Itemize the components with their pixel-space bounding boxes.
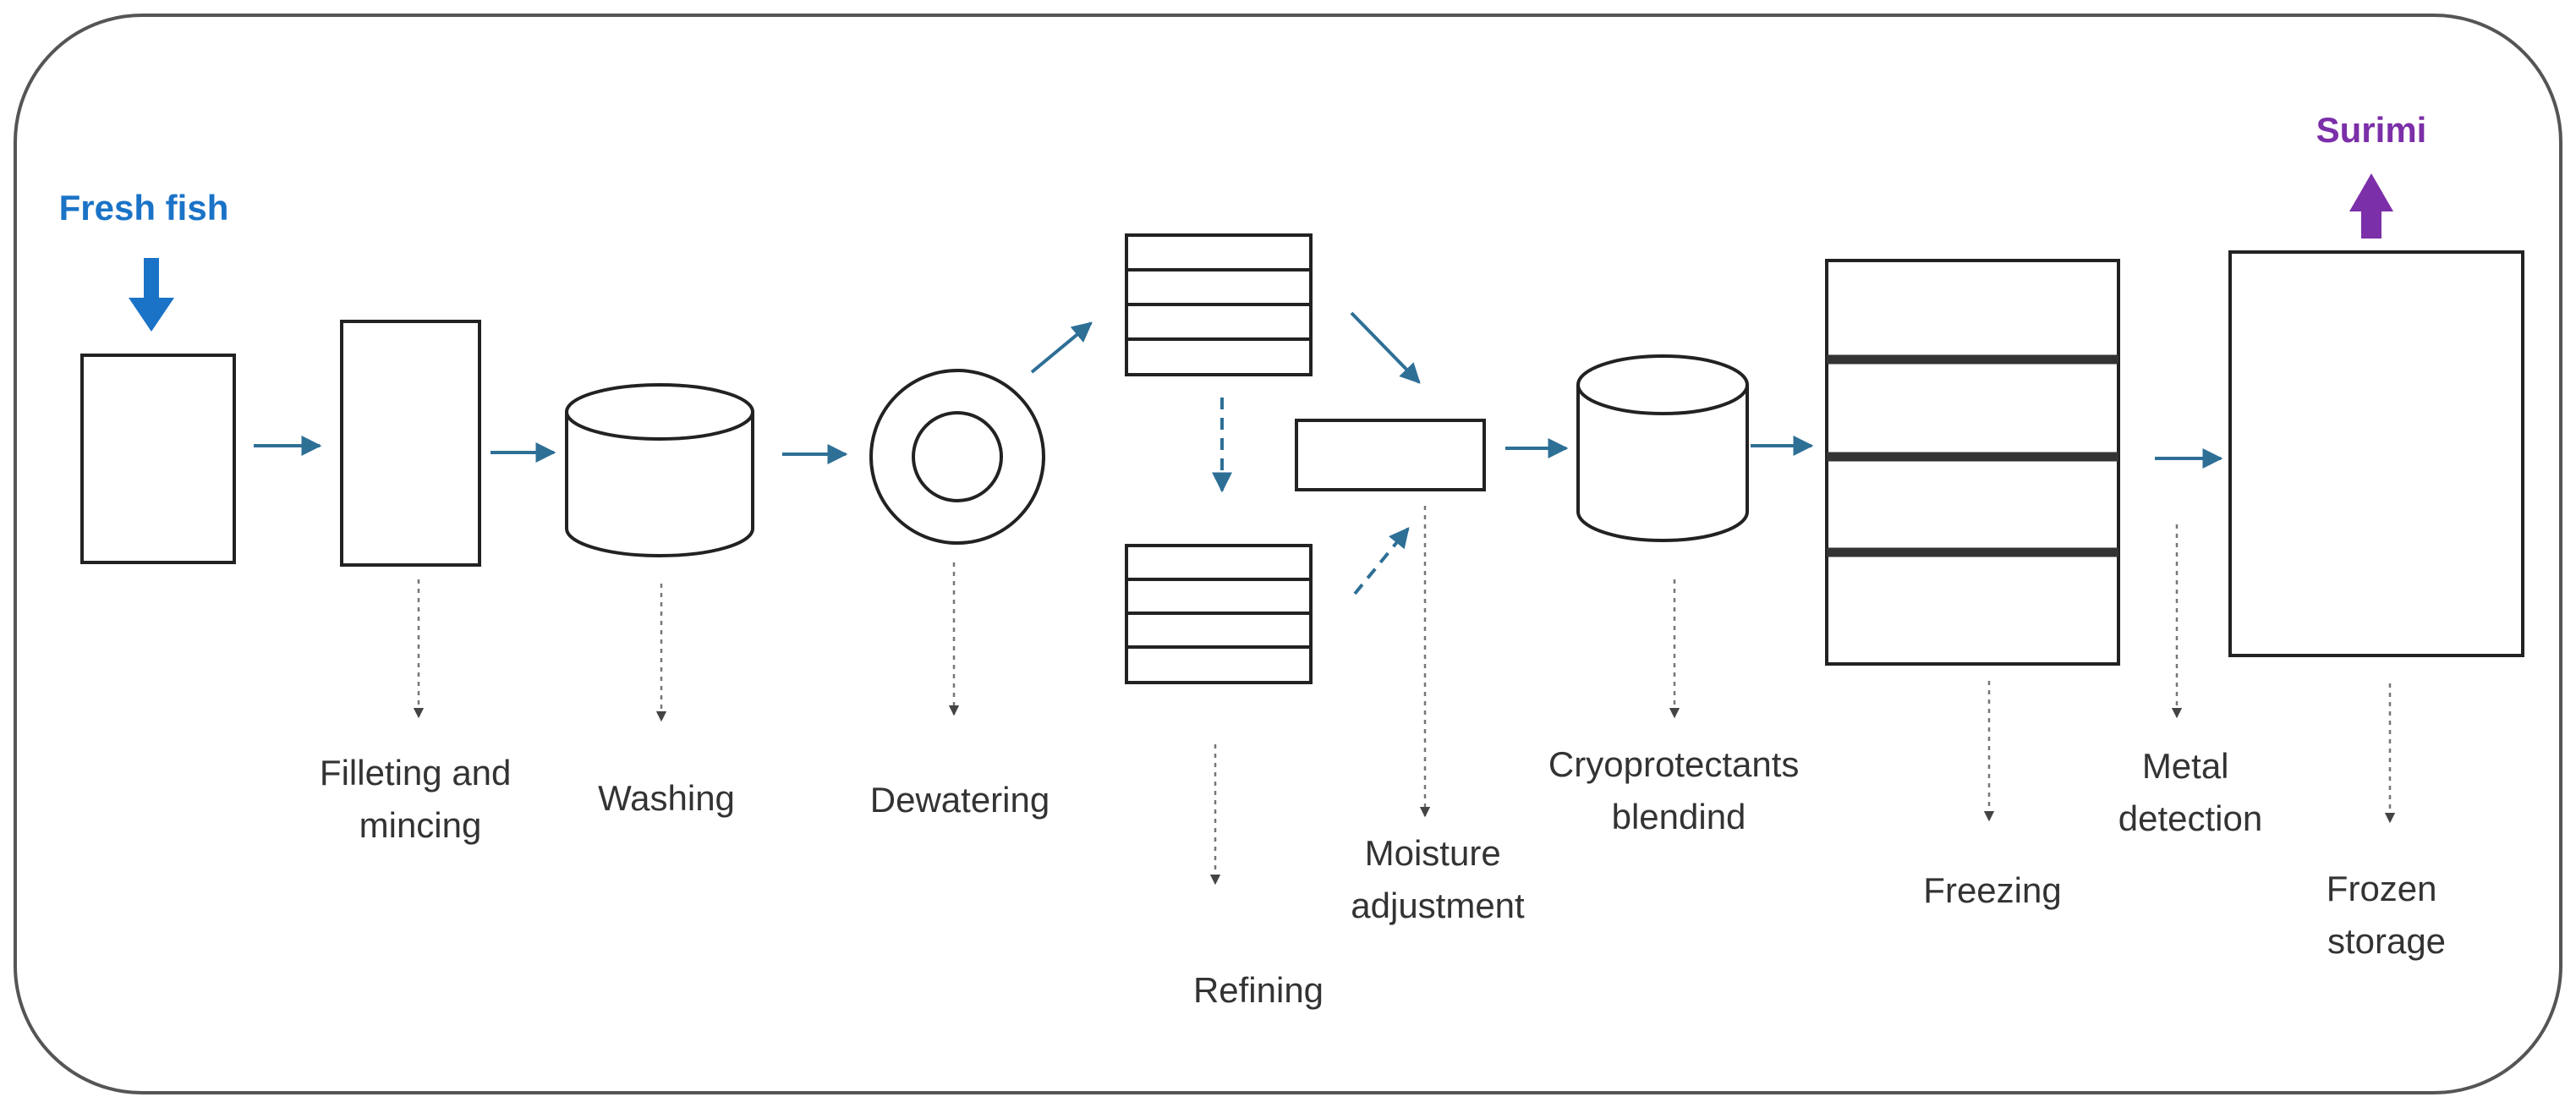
receiving-box-shape: [80, 354, 236, 564]
step-label-washing: Washing: [598, 778, 735, 818]
cryo-blender-shape: [1576, 354, 1749, 542]
input-label: Fresh fish: [59, 188, 229, 228]
label-leaders: [413, 506, 2396, 886]
step-label-freezing: Freezing: [1923, 870, 2061, 910]
dewatering-ring-shape: [869, 369, 1045, 545]
step-label-metal: Metal detection: [2118, 746, 2262, 838]
moisture-unit-shape: [1295, 419, 1486, 491]
freezer-shelves: [1827, 354, 2118, 557]
storage-box-shape: [2228, 250, 2524, 657]
step-label-storage: Frozen storage: [2327, 869, 2447, 961]
step-label-moisture: Moisture adjustment: [1351, 833, 1525, 925]
flow-arrow: [1030, 321, 1093, 374]
refiner-top-shape: [1125, 233, 1313, 376]
step-label-refining: Refining: [1193, 970, 1324, 1010]
flow-arrow: [1350, 311, 1421, 384]
step-label-cryo: Cryoprotectants blendind: [1548, 744, 1809, 836]
alt-flow-arrow-diag: [1353, 527, 1410, 595]
output-label: Surimi: [2316, 110, 2427, 150]
input-arrow-icon: [129, 258, 174, 332]
output-arrow-icon: [2349, 173, 2393, 239]
alt-flow-arrows: [1212, 398, 1410, 595]
step-labels: Filleting and mincing Washing Dewatering…: [320, 744, 2447, 1010]
freezer-shape: [1825, 259, 2120, 666]
flow-arrows: [254, 311, 2223, 469]
step-label-filleting: Filleting and mincing: [320, 753, 521, 845]
refiner-bottom-shape: [1125, 544, 1313, 684]
filleting-machine-shape: [340, 320, 481, 567]
step-label-dewatering: Dewatering: [870, 780, 1050, 820]
washing-tank-shape: [565, 383, 754, 557]
